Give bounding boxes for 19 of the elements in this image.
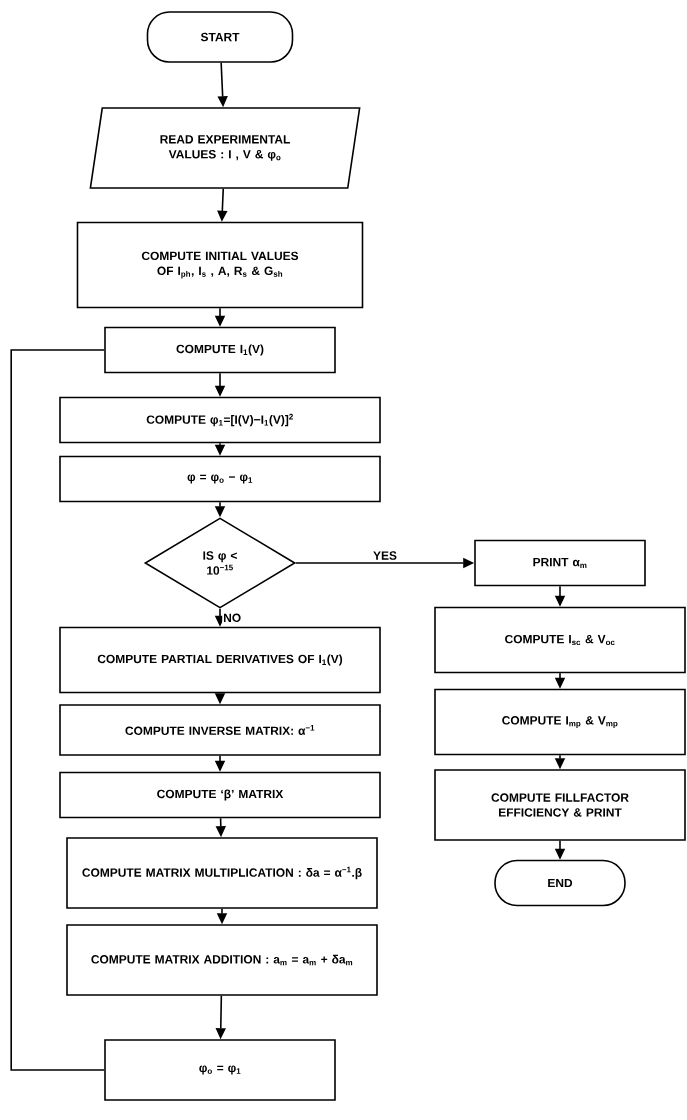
process-box: COMPUTE φ$_{1}$=[I(V)−I$_{1}$(V)]$^{2}$ [59, 396, 381, 444]
process-box: COMPUTE INVERSE MATRIX: α$^{−1}$ [59, 704, 381, 756]
process-box: COMPUTE MATRIX ADDITION : a$_{m}$ = a$_{m}$ + δa$_{m}$ [66, 924, 378, 996]
edge-label: YES [372, 550, 398, 561]
process-box: COMPUTE I$_{sc}$ & V$_{oc}$ [434, 606, 686, 674]
process-box: COMPUTE I$_{1}$(V) [104, 326, 336, 374]
process-box: COMPUTE FILLFACTOR EFFICIENCY & PRINT [434, 769, 686, 841]
process-box: COMPUTE ‘β’ MATRIX [59, 771, 381, 819]
process-box: COMPUTE MATRIX MULTIPLICATION : δa = α$^{−1}$.β [66, 837, 378, 909]
process-box: COMPUTE I$_{mp}$ & V$_{mp}$ [434, 688, 686, 756]
end-terminal: END [494, 859, 626, 907]
process-box: COMPUTE PARTIAL DERIVATIVES OF I$_{1}$(V) [59, 626, 381, 694]
edge-label: NO [222, 612, 243, 623]
process-box: COMPUTE INITIAL VALUES OF I$_{ph}$, I$_{s}$ , A, R$_{s}$ & G$_{sh}$ [76, 221, 364, 309]
start-terminal: START [146, 11, 294, 63]
input-parallelogram: READ EXPERIMENTAL VALUES : I , V & φ$_{o}$ [89, 107, 361, 189]
output-box: PRINT α$_{m}$ [474, 539, 646, 587]
process-box: φ = φ$_{o}$ − φ$_{1}$ [59, 455, 381, 503]
process-box: φ$_{o}$ = φ$_{1}$ [104, 1039, 336, 1101]
